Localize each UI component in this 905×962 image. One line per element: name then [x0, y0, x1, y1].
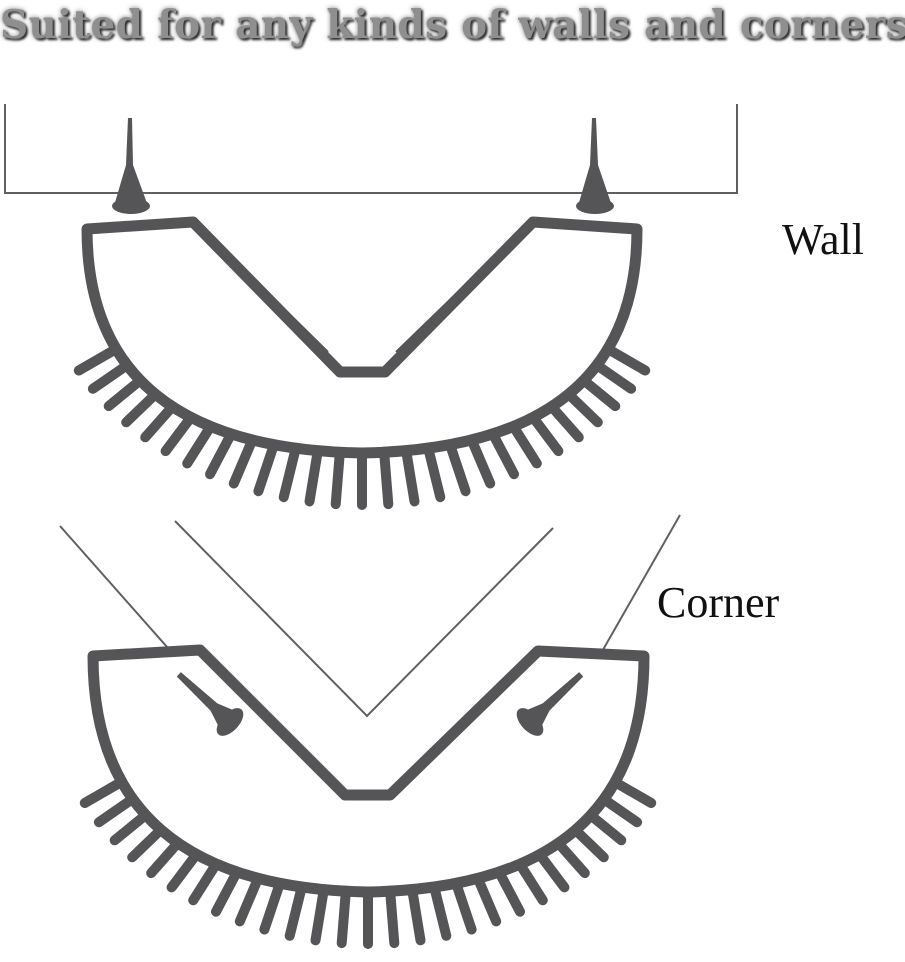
holder-body — [81, 216, 643, 459]
bristle — [379, 449, 394, 510]
bristle — [336, 888, 351, 949]
page-headline: Suited for any kinds of walls and corner… — [0, 2, 905, 48]
wall-scene — [4, 104, 738, 510]
screw-icon — [112, 118, 150, 214]
screw-icon — [516, 672, 584, 736]
bristle — [304, 447, 323, 507]
bristle — [423, 443, 446, 503]
bristle — [330, 449, 345, 510]
bristle — [385, 888, 400, 949]
holder-body — [87, 644, 650, 898]
clip-line-right — [395, 225, 527, 353]
bristle — [228, 432, 259, 489]
bristle — [401, 447, 420, 507]
bristle — [284, 882, 307, 941]
bristle — [450, 877, 477, 935]
screw-icon — [176, 672, 244, 736]
bristle — [310, 886, 329, 946]
clip-line-left — [199, 225, 329, 353]
corner-outline-inner — [174, 520, 554, 718]
bristle — [465, 432, 496, 489]
screw-icon — [576, 118, 614, 214]
clip-line-left — [206, 653, 334, 779]
corner-scene — [59, 514, 681, 949]
bristle — [429, 882, 452, 941]
clip-line-right — [401, 653, 532, 779]
corner-label: Corner — [657, 578, 780, 627]
bristle — [259, 877, 286, 935]
wall-outline — [4, 104, 738, 194]
bristle — [278, 443, 301, 503]
bristle — [407, 886, 426, 946]
bristle — [444, 438, 471, 497]
wall-label: Wall — [782, 215, 864, 264]
bristle — [253, 438, 280, 497]
